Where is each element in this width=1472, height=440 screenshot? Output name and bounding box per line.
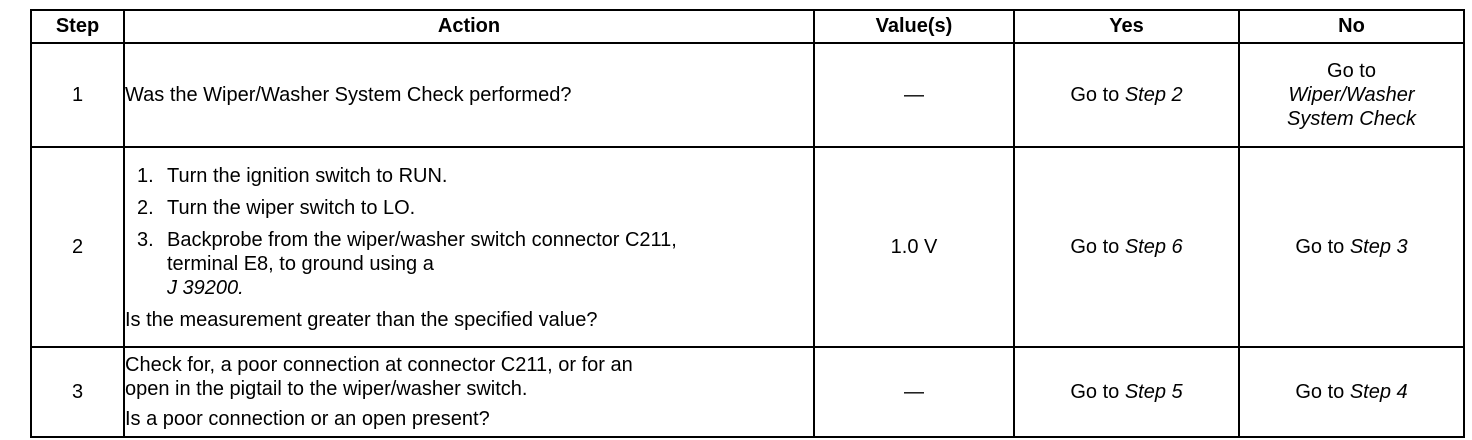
header-row: Step Action Value(s) Yes No [30, 9, 1465, 44]
header-action: Action [123, 9, 815, 44]
action-question: Is the measurement greater than the spec… [125, 309, 598, 331]
action-cell: Was the Wiper/Washer System Check perfor… [123, 42, 815, 148]
yes-cell: Go to Step 2 [1013, 42, 1240, 148]
table-row: 3 Check for, a poor connection at connec… [30, 346, 1465, 438]
no-link-system-check[interactable]: Wiper/Washer System Check [1240, 83, 1463, 131]
action-cell: 1. Turn the ignition switch to RUN. 2. T… [123, 146, 815, 348]
procedure-list: 1. Turn the ignition switch to RUN. 2. T… [125, 164, 813, 300]
list-text: Backprobe from the wiper/washer switch c… [167, 229, 677, 275]
header-yes: Yes [1013, 9, 1240, 44]
yes-prefix: Go to [1070, 84, 1120, 106]
table-row: 2 1. Turn the ignition switch to RUN. 2.… [30, 146, 1465, 348]
yes-cell: Go to Step 5 [1013, 346, 1240, 438]
action-instruction-line1: Check for, a poor connection at connecto… [125, 354, 633, 376]
list-text: Turn the ignition switch to RUN. [167, 165, 448, 187]
yes-cell: Go to Step 6 [1013, 146, 1240, 348]
table-row: 1 Was the Wiper/Washer System Check perf… [30, 42, 1465, 148]
no-cell: Go to Wiper/Washer System Check [1238, 42, 1465, 148]
no-link-line2[interactable]: System Check [1287, 108, 1416, 130]
list-number: 1. [137, 165, 154, 187]
list-item: 2. Turn the wiper switch to LO. [125, 196, 813, 220]
yes-prefix: Go to [1070, 236, 1120, 258]
no-prefix: Go to [1327, 60, 1376, 82]
no-link-step[interactable]: Step 4 [1349, 381, 1408, 403]
yes-link-step[interactable]: Step 2 [1124, 84, 1183, 106]
no-cell: Go to Step 4 [1238, 346, 1465, 438]
value-cell: — [813, 42, 1015, 148]
no-link-step[interactable]: Step 3 [1349, 236, 1408, 258]
value-cell: 1.0 V [813, 146, 1015, 348]
diagnostic-table: Step Action Value(s) Yes No 1 Was the Wi… [30, 9, 1465, 438]
header-values: Value(s) [813, 9, 1015, 44]
no-cell: Go to Step 3 [1238, 146, 1465, 348]
no-prefix: Go to [1295, 236, 1345, 258]
list-item: 1. Turn the ignition switch to RUN. [125, 164, 813, 188]
yes-prefix: Go to [1070, 381, 1120, 403]
action-cell: Check for, a poor connection at connecto… [123, 346, 815, 438]
list-text: Turn the wiper switch to LO. [167, 197, 416, 219]
step-number: 2 [30, 146, 125, 348]
action-question: Was the Wiper/Washer System Check perfor… [125, 84, 572, 106]
header-step: Step [30, 9, 125, 44]
yes-link-step[interactable]: Step 6 [1124, 236, 1183, 258]
list-number: 2. [137, 197, 154, 219]
step-number: 1 [30, 42, 125, 148]
list-item: 3. Backprobe from the wiper/washer switc… [125, 228, 752, 300]
no-prefix: Go to [1295, 381, 1345, 403]
no-link-line1[interactable]: Wiper/Washer [1288, 84, 1415, 106]
list-number: 3. [137, 229, 154, 251]
tool-reference: J 39200. [167, 277, 244, 299]
action-question: Is a poor connection or an open present? [125, 408, 490, 430]
step-number: 3 [30, 346, 125, 438]
header-no: No [1238, 9, 1465, 44]
yes-link-step[interactable]: Step 5 [1124, 381, 1183, 403]
action-instruction-line2: open in the pigtail to the wiper/washer … [125, 378, 528, 400]
value-cell: — [813, 346, 1015, 438]
